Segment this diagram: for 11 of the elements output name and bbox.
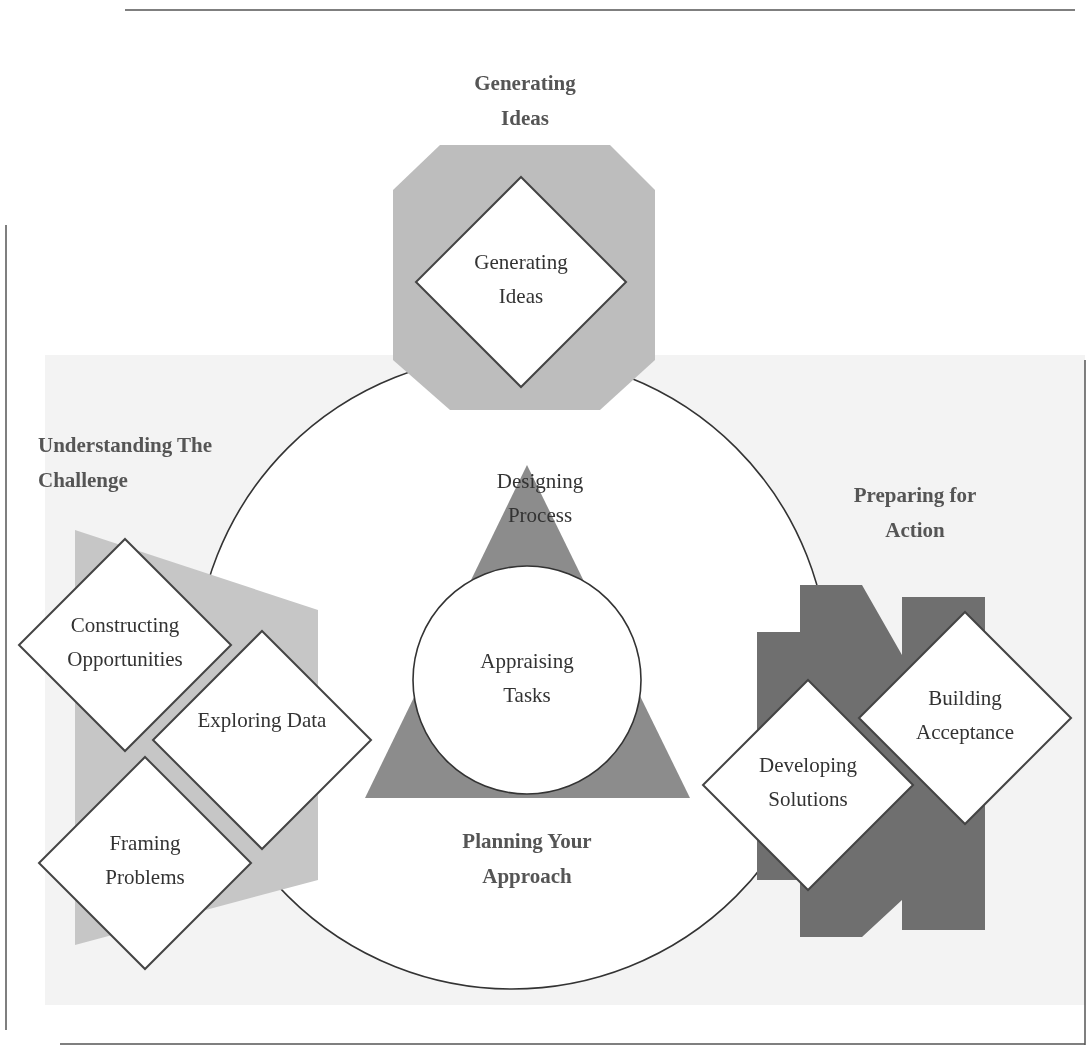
step-label: Generating Ideas [473,249,569,310]
section-heading: Planning Your Approach [461,828,593,890]
step-label: Constructing Opportunities [66,612,184,673]
step-label: Building Acceptance [915,685,1015,746]
section-heading: Generating Ideas [473,70,577,132]
step-label: Appraising Tasks [479,648,575,709]
section-heading: Preparing for Action [852,482,978,544]
step-label: Developing Solutions [758,752,858,813]
step-label: Exploring Data [196,707,328,734]
step-label: Framing Problems [104,830,186,891]
section-heading: Understanding The Challenge [38,432,213,494]
